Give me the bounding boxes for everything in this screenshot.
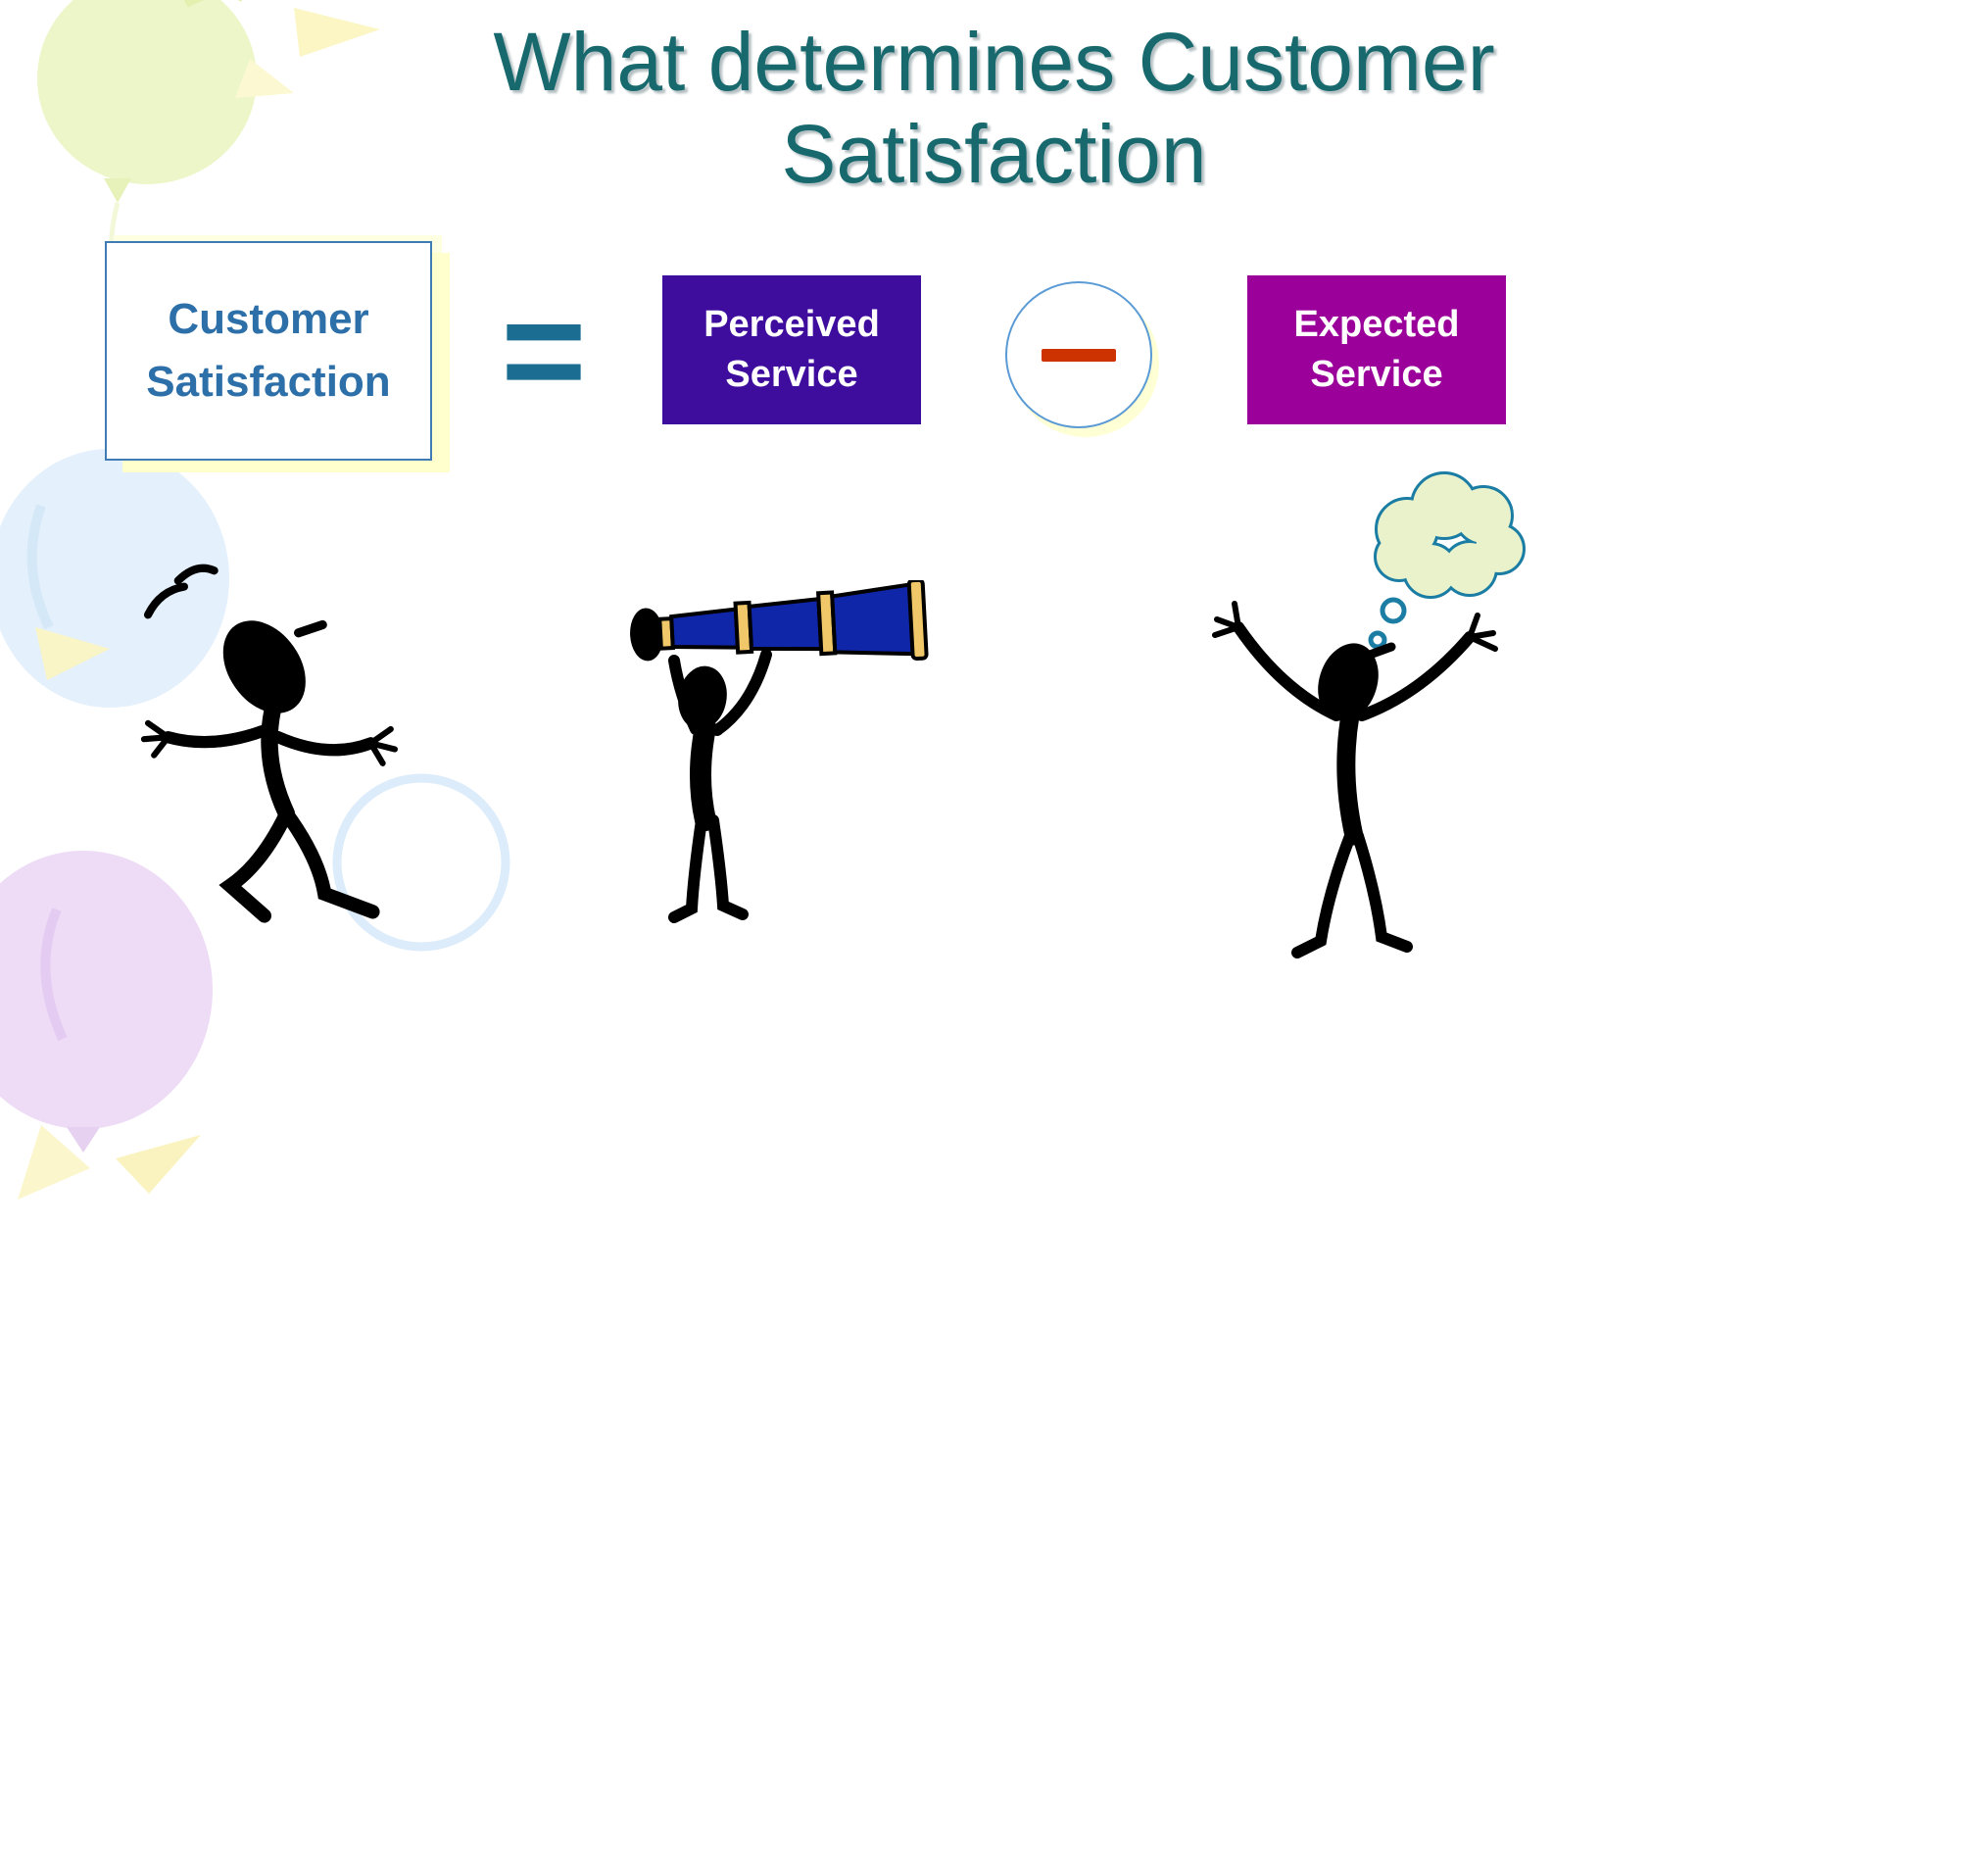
slide-title-line2: Satisfaction (781, 108, 1207, 201)
expected-service-line1: Expected (1293, 303, 1460, 345)
telescope-stick-figure-icon (630, 580, 929, 923)
customer-satisfaction-box: Customer Satisfaction (105, 241, 432, 461)
minus-icon (1042, 348, 1116, 362)
perceived-service-box: Perceived Service (662, 275, 921, 424)
slide-title: What determines Customer Satisfaction (0, 16, 1988, 200)
expected-service-box: Expected Service (1247, 275, 1506, 424)
customer-satisfaction-line1: Customer (168, 295, 369, 344)
customer-satisfaction-line2: Satisfaction (146, 358, 391, 406)
thought-bubble-icon (1368, 471, 1526, 650)
perceived-service-line2: Service (725, 354, 858, 395)
expected-service-line2: Service (1310, 354, 1443, 395)
minus-circle (1005, 281, 1152, 428)
excited-stick-figure-icon (140, 564, 398, 923)
equals-sign: = (501, 267, 587, 432)
perceived-service-line1: Perceived (703, 303, 880, 345)
thinking-stick-figure-icon (1212, 471, 1526, 958)
slide-title-line1: What determines Customer (493, 16, 1495, 108)
